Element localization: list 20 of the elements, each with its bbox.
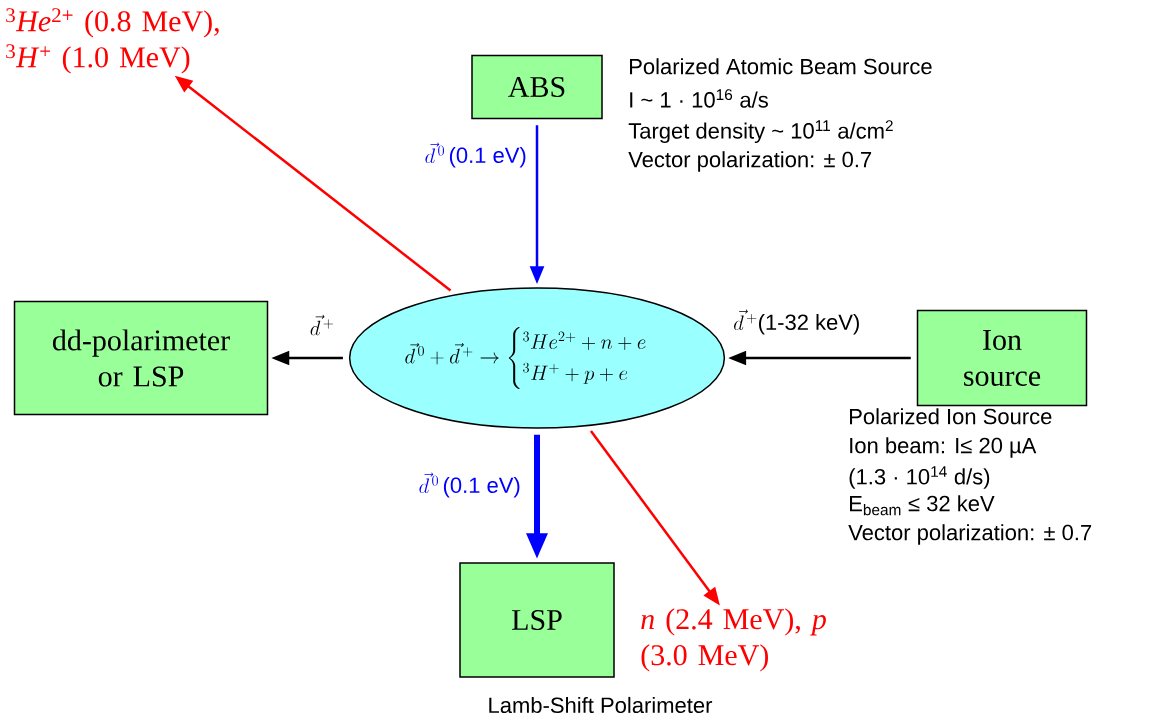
edge-label: $\vec{d}^{\,0}\,\mbox{(0.1 eV)}$ <box>423 141 528 169</box>
device-box: ABS <box>471 54 603 120</box>
spec-text: (1.3 · 10$^{14}$ d/s) <box>849 466 990 489</box>
edge-label: $\vec{d}^{\,+}\mbox{(1-32 keV)}$ <box>732 308 862 336</box>
spec-text: Polarized Ion Source <box>850 408 1052 425</box>
spec-text: Vector polarization: ± 0.7 <box>628 151 872 172</box>
spec-text: I ~ 1 · 10$^{16}$ a/s <box>630 89 768 108</box>
product-text: n (2.4 MeV), p (3.0 MeV) <box>641 608 826 672</box>
spec-text: Ion beam: I≤ 20 µA <box>850 437 1037 458</box>
device-box: LSP <box>459 562 615 678</box>
spec-text: E$_{beam}$ ≤ 32 keV <box>850 495 995 516</box>
edge-label: $\vec{d}^{\,0}\,\mbox{(0.1 eV)}$ <box>417 471 522 499</box>
spec-text: Target density ~ 10$^{11}$ a/cm$^{2}$ <box>628 120 893 144</box>
device-box: Ion source <box>916 309 1088 407</box>
spec-text: Polarized Atomic Beam Source <box>630 58 932 75</box>
edge-label: $\vec{d}^{\,+}$ <box>308 313 336 337</box>
spec-text: Vector polarization: ± 0.7 <box>848 524 1092 545</box>
product-text: $^{3}$He$^{2+}$ (0.8 MeV), $^{3}$H$^{+}$ (1.0 MeV) <box>6 8 219 74</box>
spec-text: Lamb-Shift Polarimeter <box>489 696 713 714</box>
device-box: dd-polarimeter or LSP <box>13 300 269 416</box>
